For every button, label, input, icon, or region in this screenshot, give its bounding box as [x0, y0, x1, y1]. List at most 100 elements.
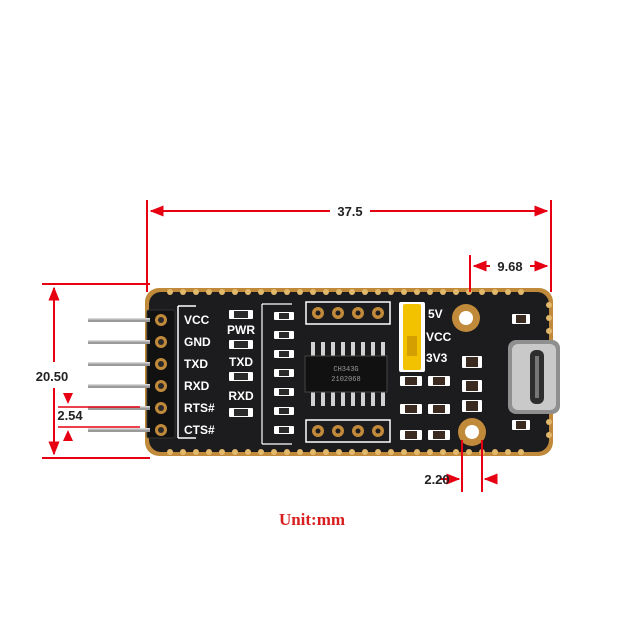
- castellation-pad: [349, 289, 355, 295]
- castellation-pad: [271, 449, 277, 455]
- chip-leg: [331, 392, 335, 406]
- pin-label-cts: CTS#: [184, 423, 215, 437]
- chip-leg: [381, 342, 385, 356]
- header-pin-highlight: [88, 428, 150, 430]
- header-pin: [88, 340, 150, 344]
- castellation-pad: [232, 449, 238, 455]
- resistor-column: [261, 303, 294, 445]
- castellation-pad: [310, 449, 316, 455]
- pin-pitch-label: 2.54: [57, 408, 83, 423]
- castellation-pad: [546, 328, 552, 334]
- pin-label-rts: RTS#: [184, 401, 215, 415]
- through-hole: [355, 310, 361, 316]
- castellation-pad: [427, 289, 433, 295]
- chip-marking-2: 2102068: [331, 376, 360, 384]
- usb-c-connector: [508, 340, 560, 414]
- total-height-label: 20.50: [36, 369, 69, 384]
- header-pin-highlight: [88, 318, 150, 320]
- header-pin: [88, 384, 150, 388]
- led-txd-label: TXD: [229, 355, 253, 369]
- castellation-pad: [427, 449, 433, 455]
- through-hole-rows: [305, 301, 391, 443]
- castellation-pad: [401, 289, 407, 295]
- castellation-pad: [336, 289, 342, 295]
- castellation-pad: [362, 289, 368, 295]
- castellation-pad: [323, 289, 329, 295]
- led-group: PWR TXD RXD: [227, 310, 255, 417]
- header-pin-hole: [158, 405, 164, 411]
- castellation-pad: [466, 449, 472, 455]
- voltage-jumper: 5V VCC 3V3: [399, 302, 452, 372]
- chip-leg: [341, 392, 345, 406]
- castellation-pad: [297, 449, 303, 455]
- through-hole: [355, 428, 361, 434]
- chip-leg: [351, 392, 355, 406]
- castellation-pad: [180, 449, 186, 455]
- castellation-pad: [297, 289, 303, 295]
- chip-leg: [361, 342, 365, 356]
- jumper-vcc-label: VCC: [426, 330, 452, 344]
- through-hole: [315, 428, 321, 434]
- resistor-body: [279, 389, 289, 395]
- header-pin-hole: [158, 361, 164, 367]
- castellation-pad: [323, 449, 329, 455]
- chip-leg: [331, 342, 335, 356]
- chip-leg: [321, 392, 325, 406]
- resistor-body: [279, 408, 289, 414]
- jumper-3v3-label: 3V3: [426, 351, 448, 365]
- header-pin: [88, 318, 150, 322]
- castellation-pad: [245, 289, 251, 295]
- mounting-holes: [452, 304, 486, 446]
- led-rxd-label: RXD: [228, 389, 254, 403]
- mounting-hole-bottom: [465, 425, 479, 439]
- castellation-pad: [232, 289, 238, 295]
- pin-label-rxd: RXD: [184, 379, 210, 393]
- castellation-pad: [310, 289, 316, 295]
- jumper-cap-shade: [407, 336, 417, 356]
- castellation-pad: [258, 449, 264, 455]
- chip-leg: [371, 392, 375, 406]
- chip-leg: [321, 342, 325, 356]
- castellation-pad: [375, 289, 381, 295]
- castellation-pad: [375, 449, 381, 455]
- castellation-pad: [546, 302, 552, 308]
- bottom-hole-row-frame: [305, 419, 391, 443]
- castellation-pad: [193, 289, 199, 295]
- header-pin: [88, 428, 150, 432]
- header-pin: [88, 406, 150, 410]
- usb-uart-chip: CH343G 2102068: [304, 342, 388, 406]
- smd-components: [400, 314, 530, 440]
- hole-diameter-label: 2.20: [424, 472, 449, 487]
- castellation-pad: [505, 449, 511, 455]
- resistor-body: [279, 332, 289, 338]
- header-pin-highlight: [88, 340, 150, 342]
- led-body: [234, 311, 248, 318]
- castellation-pad: [518, 449, 524, 455]
- castellation-pad: [479, 289, 485, 295]
- pin-label-vcc: VCC: [184, 313, 210, 327]
- castellation-pad: [492, 449, 498, 455]
- pin-label-gnd: GND: [184, 335, 211, 349]
- castellation-pad: [414, 289, 420, 295]
- castellation-pad: [388, 449, 394, 455]
- castellation-pad: [546, 419, 552, 425]
- pitch-arrow-bottom: [63, 430, 73, 441]
- castellation-pad: [401, 449, 407, 455]
- resistor-body: [279, 427, 289, 433]
- castellation-pad: [518, 289, 524, 295]
- header-pin-hole: [158, 317, 164, 323]
- chip-leg: [371, 342, 375, 356]
- pin-label-txd: TXD: [184, 357, 208, 371]
- through-hole: [375, 310, 381, 316]
- castellation-pad: [388, 289, 394, 295]
- castellation-pad: [492, 289, 498, 295]
- castellation-pad: [546, 432, 552, 438]
- header-pin-highlight: [88, 384, 150, 386]
- through-hole: [335, 310, 341, 316]
- castellation-pad: [167, 449, 173, 455]
- castellation-pad: [546, 315, 552, 321]
- castellation-pad: [206, 289, 212, 295]
- pin-header-housing: [146, 309, 176, 439]
- castellation-pad: [180, 289, 186, 295]
